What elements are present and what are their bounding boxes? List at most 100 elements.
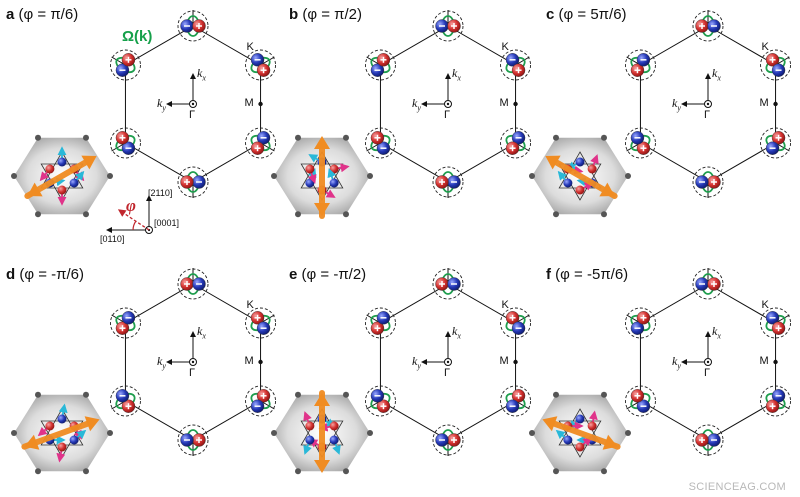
red-atom bbox=[305, 164, 315, 174]
blue-atom bbox=[329, 435, 339, 445]
valley-k-point bbox=[245, 385, 276, 417]
gamma-label: Γ bbox=[704, 109, 711, 121]
m-point bbox=[258, 101, 263, 107]
gray-atom bbox=[83, 211, 89, 218]
magnetization-arrow-head bbox=[599, 182, 615, 197]
valley-dashed-circle bbox=[365, 127, 396, 159]
valley-k-point bbox=[365, 49, 396, 81]
valley-dashed-circle bbox=[432, 166, 464, 198]
m-point bbox=[773, 101, 778, 107]
valley-k-point bbox=[432, 10, 464, 42]
valley-dashed-circle bbox=[432, 424, 464, 456]
valley-k-point bbox=[760, 307, 791, 339]
valley-k-point bbox=[432, 166, 464, 198]
panel-a bbox=[110, 10, 276, 198]
valley-dashed-circle bbox=[432, 268, 464, 300]
kx-label: kx bbox=[452, 66, 461, 83]
gray-atom bbox=[83, 468, 89, 475]
phi-direction-arrow bbox=[117, 209, 150, 231]
blue-atom bbox=[57, 414, 67, 424]
valley-k-point bbox=[365, 307, 396, 339]
valley-k-point bbox=[500, 49, 531, 81]
valley-dashed-circle bbox=[692, 10, 724, 42]
gamma-label: Γ bbox=[444, 367, 451, 379]
ky-label: ky bbox=[672, 354, 681, 371]
valley-k-point bbox=[110, 307, 141, 339]
crystal-inset-f bbox=[529, 391, 631, 475]
gray-atom bbox=[35, 211, 41, 218]
gray-atom bbox=[271, 173, 277, 179]
valley-dashed-circle bbox=[177, 268, 209, 300]
gray-atom bbox=[625, 173, 631, 179]
ky-label: ky bbox=[672, 96, 681, 113]
valley-k-point bbox=[625, 127, 656, 159]
m-label: M bbox=[244, 355, 254, 367]
valley-dashed-circle bbox=[245, 307, 276, 339]
valley-dashed-circle bbox=[365, 49, 396, 81]
gray-atom bbox=[343, 391, 349, 398]
valley-dashed-circle bbox=[760, 385, 791, 417]
valley-k-point bbox=[760, 49, 791, 81]
gamma-point-dot bbox=[446, 360, 450, 364]
gray-atom bbox=[553, 134, 559, 141]
valley-k-point bbox=[432, 424, 464, 456]
panel-e bbox=[365, 268, 531, 456]
gray-atom bbox=[271, 430, 277, 436]
gray-atom bbox=[35, 134, 41, 141]
m-label: M bbox=[244, 97, 254, 109]
valley-dashed-circle bbox=[760, 307, 791, 339]
kx-label: kx bbox=[712, 324, 721, 341]
red-atom bbox=[57, 442, 67, 452]
valley-k-point bbox=[245, 49, 276, 81]
gray-atom bbox=[107, 173, 113, 179]
gray-atom bbox=[601, 134, 607, 141]
gray-atom bbox=[343, 211, 349, 218]
gray-atom bbox=[35, 468, 41, 475]
magnetization-arrow-head bbox=[314, 136, 330, 149]
valley-k-point bbox=[245, 307, 276, 339]
valley-dashed-circle bbox=[625, 307, 656, 339]
valley-k-point bbox=[760, 127, 791, 159]
blue-atom bbox=[305, 435, 315, 445]
panel-label-f: f (φ = -5π/6) bbox=[546, 266, 629, 283]
valley-k-point bbox=[692, 424, 724, 456]
m-point bbox=[513, 359, 518, 365]
valley-dashed-circle bbox=[500, 49, 531, 81]
valley-dashed-circle bbox=[177, 166, 209, 198]
panel-label-a: a (φ = π/6) bbox=[6, 6, 79, 23]
gray-atom bbox=[295, 468, 301, 475]
direction-label-0001: [0001] bbox=[154, 218, 180, 228]
phi-angle-arc bbox=[132, 220, 137, 231]
gamma-point-dot bbox=[706, 360, 710, 364]
panel-d bbox=[110, 268, 276, 456]
valley-k-point bbox=[110, 127, 141, 159]
magnetization-arrow-head bbox=[81, 155, 97, 170]
gamma-label: Γ bbox=[189, 367, 196, 379]
valley-k-point bbox=[692, 166, 724, 198]
phi-angle-label: φ bbox=[126, 196, 136, 215]
berry-curvature-label: Ω(k) bbox=[122, 28, 153, 45]
crystal-inset-c bbox=[529, 134, 631, 218]
gray-atom bbox=[601, 468, 607, 475]
k-label: K bbox=[501, 41, 509, 53]
valley-dashed-circle bbox=[500, 127, 531, 159]
kx-label: kx bbox=[197, 66, 206, 83]
gray-atom bbox=[529, 430, 535, 436]
blue-atom bbox=[69, 178, 79, 188]
valley-k-point bbox=[177, 166, 209, 198]
valley-dashed-circle bbox=[692, 268, 724, 300]
k-label: K bbox=[761, 299, 769, 311]
red-atom bbox=[329, 421, 339, 431]
red-atom bbox=[587, 421, 597, 431]
red-atom bbox=[575, 185, 585, 195]
gray-atom bbox=[83, 134, 89, 141]
gray-atom bbox=[601, 391, 607, 398]
blue-atom bbox=[575, 157, 585, 167]
valley-dashed-circle bbox=[110, 385, 141, 417]
valley-k-point bbox=[245, 127, 276, 159]
gray-atom bbox=[625, 430, 631, 436]
valley-dashed-circle bbox=[365, 307, 396, 339]
crystal-inset-a bbox=[11, 134, 113, 218]
gray-atom bbox=[601, 211, 607, 218]
valley-dashed-circle bbox=[110, 127, 141, 159]
